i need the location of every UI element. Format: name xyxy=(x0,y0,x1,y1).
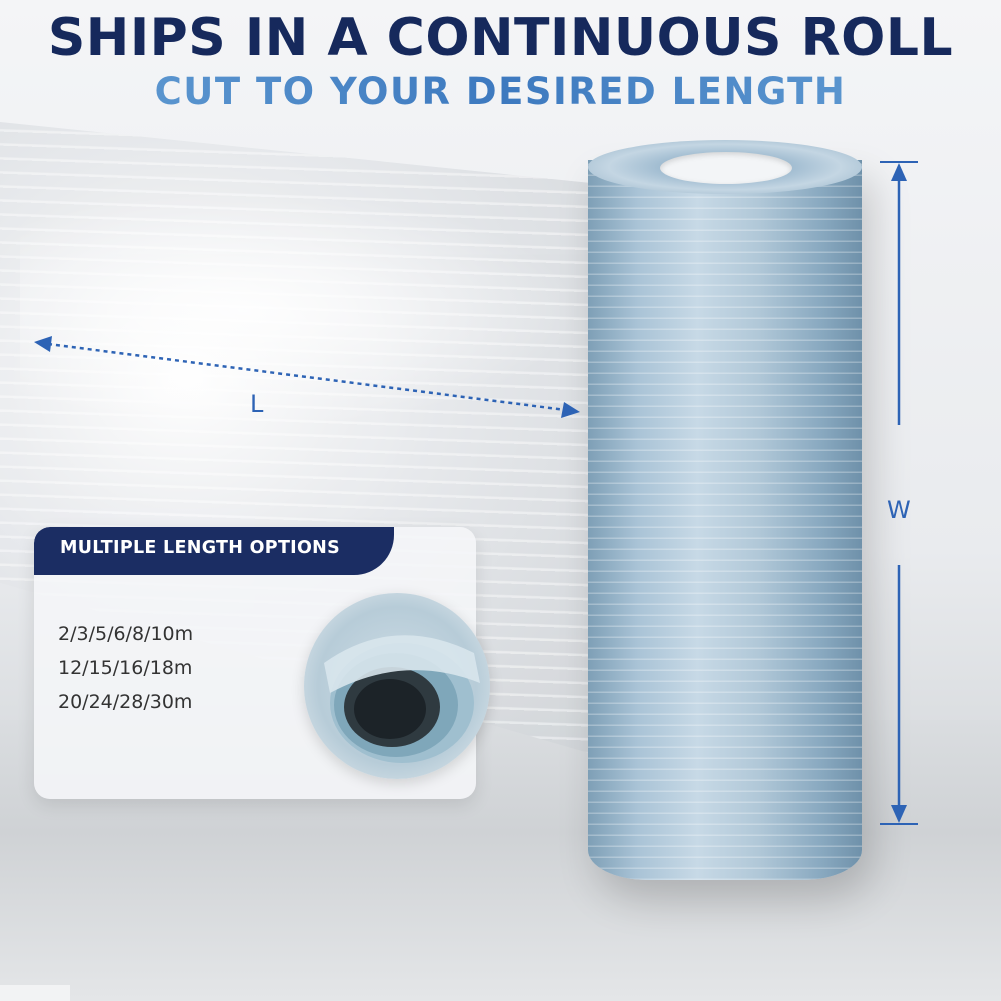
width-arrow-icon xyxy=(880,161,918,825)
length-option-line: 2/3/5/6/8/10m xyxy=(58,623,194,645)
length-option-line: 12/15/16/18m xyxy=(58,657,193,679)
length-arrow-icon xyxy=(34,336,580,418)
page-subtitle: CUT TO YOUR DESIRED LENGTH xyxy=(0,70,1001,113)
vinyl-roll xyxy=(588,160,862,880)
corner-mark xyxy=(0,985,70,1001)
card-heading: MULTIPLE LENGTH OPTIONS xyxy=(60,538,341,558)
length-options-list: 2/3/5/6/8/10m 12/15/16/18m 20/24/28/30m xyxy=(58,617,193,719)
card-header: MULTIPLE LENGTH OPTIONS xyxy=(34,527,394,575)
roll-core xyxy=(660,152,792,184)
roll-closeup-image xyxy=(304,593,490,779)
length-option-line: 20/24/28/30m xyxy=(58,691,193,713)
length-label: L xyxy=(250,390,264,418)
sheet-highlight xyxy=(20,190,580,430)
page-title: SHIPS IN A CONTINUOUS ROLL xyxy=(47,8,954,68)
width-label: W xyxy=(887,496,911,524)
